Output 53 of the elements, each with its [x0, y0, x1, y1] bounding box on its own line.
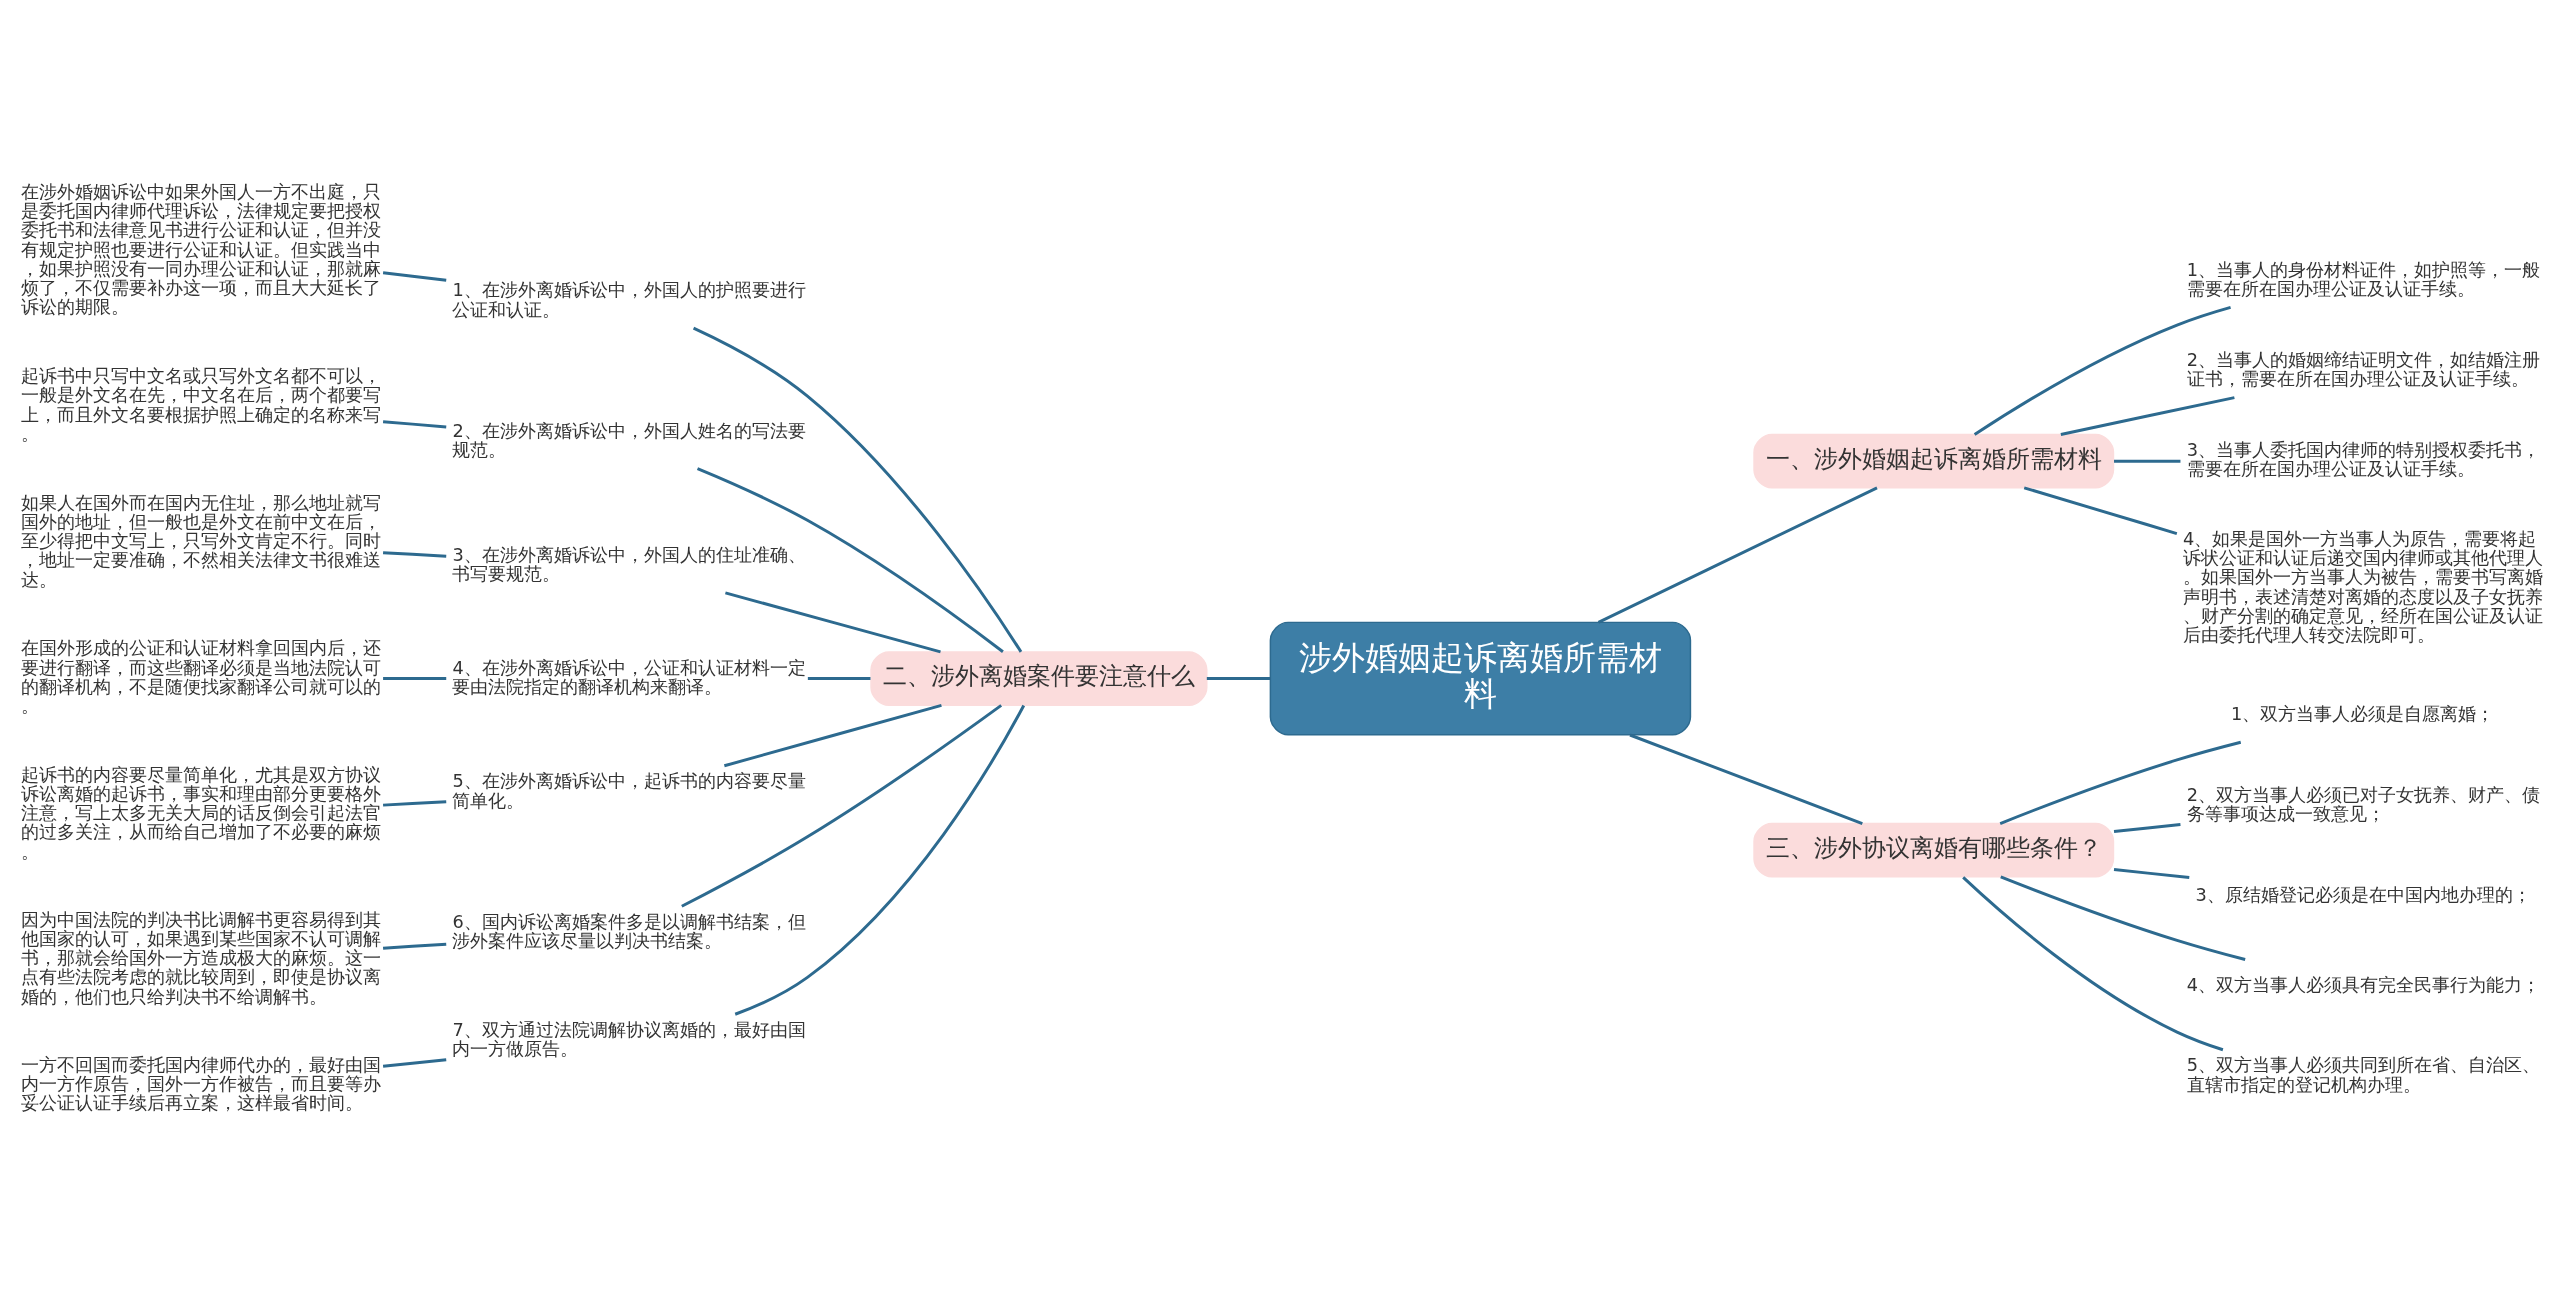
connector: [382, 1057, 447, 1068]
node-box: 三、涉外协议离婚有哪些条件？: [1753, 822, 2115, 877]
connector: [725, 590, 941, 653]
connector: [1962, 875, 2224, 1051]
node-text: 5、双方当事人必须共同到所在省、自治区、直辖市指定的登记机构办理。: [2186, 1054, 2540, 1095]
node-box: 一、涉外婚姻起诉离婚所需材料: [1753, 433, 2115, 488]
connector: [2000, 874, 2246, 961]
node-text: 在国外形成的公证和认证材料拿回国内后，还要进行翻译，而这些翻译必须是当地法院认可的翻译机构，不是随便找家翻译公司就可以的。: [20, 637, 381, 716]
node-text: 1、当事人的身份材料证件，如护照等，一般需要在所在国办理公证及认证手续。: [2186, 259, 2540, 299]
connector: [723, 703, 942, 767]
node-text: 1、双方当事人必须是自愿离婚；: [2231, 703, 2495, 724]
connector: [807, 676, 871, 680]
connector: [696, 466, 1004, 653]
node-text: 4、双方当事人必须具有完全民事行为能力；: [2186, 974, 2540, 995]
node-text: 起诉书中只写中文名或只写外文名都不可以，一般是外文名在先，中文名在后，两个都要写上，而且外文名要根据护照上确定的名称来写。: [20, 365, 381, 444]
connector: [2113, 867, 2190, 879]
node-text: 因为中国法院的判决书比调解书更容易得到其他国家的认可，如果遇到某些国家不认可调解书，那就会给国外一方造成极大的麻烦。这一点有些法院考虑的就比较周到，即使是协议离婚的，他们也只给判决书不给调解书。: [20, 909, 381, 1007]
node-text: 2、当事人的婚姻缔结证明文件，如结婚注册证书，需要在所在国办理公证及认证手续。: [2186, 349, 2540, 389]
connector: [1206, 676, 1271, 680]
node-box: 涉外婚姻起诉离婚所需材料: [1269, 621, 1692, 736]
connector: [383, 942, 447, 950]
node-text: 6、国内诉讼离婚案件多是以调解书结案，但涉外案件应该尽量以判决书结案。: [452, 911, 806, 951]
node-text: 3、在涉外离婚诉讼中，外国人的住址准确、书写要规范。: [452, 544, 806, 584]
connector: [382, 419, 447, 428]
connector: [383, 676, 447, 680]
node-text: 一方不回国而委托国内律师代办的，最好由国内一方作原告，国外一方作被告，而且要等办妥公证认证手续后再立案，这样最省时间。: [20, 1054, 381, 1113]
connector: [383, 550, 447, 558]
node-text: 在涉外婚姻诉讼中如果外国人一方不出庭，只是委托国内律师代理诉讼，法律规定要把授权委托书和法律意见书进行公证和认证，但并没有规定护照也要进行公证和认证。但实践当中，如果护照没有一同办理公证和认证，那就麻烦了，不仅需要补办这一项，而且大大延长了诉讼的期限。: [20, 181, 381, 317]
node-text: 7、双方通过法院调解协议离婚的，最好由国内一方做原告。: [452, 1019, 806, 1059]
connector: [2113, 822, 2181, 833]
node-text: 2、双方当事人必须已对子女抚养、财产、债务等事项达成一致意见；: [2186, 784, 2540, 824]
connector: [1629, 733, 1863, 825]
node-box: 二、涉外离婚案件要注意什么: [870, 650, 1208, 706]
connector: [1999, 740, 2242, 825]
connector: [1973, 305, 2231, 436]
connector: [383, 799, 447, 807]
connector: [2023, 485, 2178, 535]
connector: [1597, 486, 1878, 624]
connector: [2114, 459, 2181, 463]
node-text: 如果人在国外而在国内无住址，那么地址就写国外的地址，但一般也是外文在前中文在后，至少得把中文写上，只写外文肯定不行。同时，地址一定要准确，不然相关法律文书很难送达。: [20, 492, 381, 590]
node-text: 1、在涉外离婚诉讼中，外国人的护照要进行公证和认证。: [452, 279, 806, 320]
connector: [692, 326, 1023, 653]
connector: [2060, 395, 2235, 436]
node-text: 起诉书的内容要尽量简单化，尤其是双方协议诉讼离婚的起诉书，事实和理由部分更要格外注意，写上太多无关大局的话反倒会引起法官的过多关注，从而给自己增加了不必要的麻烦。: [20, 764, 381, 862]
connector: [681, 703, 1003, 908]
node-text: 5、在涉外离婚诉讼中，起诉书的内容要尽量简单化。: [452, 770, 806, 811]
connector: [734, 704, 1026, 1016]
node-text: 3、原结婚登记必须是在中国内地办理的；: [2195, 884, 2531, 905]
node-text: 4、如果是国外一方当事人为原告，需要将起诉状公证和认证后递交国内律师或其他代理人。如果国外一方当事人为被告，需要书写离婚声明书，表述清楚对离婚的态度以及子女抚养、财产分割的确定意见，经所在国公证及认证后由委托代理人转交法院即可。: [2182, 528, 2543, 645]
node-text: 3、当事人委托国内律师的特别授权委托书，需要在所在国办理公证及认证手续。: [2186, 439, 2540, 479]
connector: [382, 270, 447, 282]
node-text: 2、在涉外离婚诉讼中，外国人姓名的写法要规范。: [452, 420, 806, 460]
node-text: 4、在涉外离婚诉讼中，公证和认证材料一定要由法院指定的翻译机构来翻译。: [452, 657, 806, 697]
